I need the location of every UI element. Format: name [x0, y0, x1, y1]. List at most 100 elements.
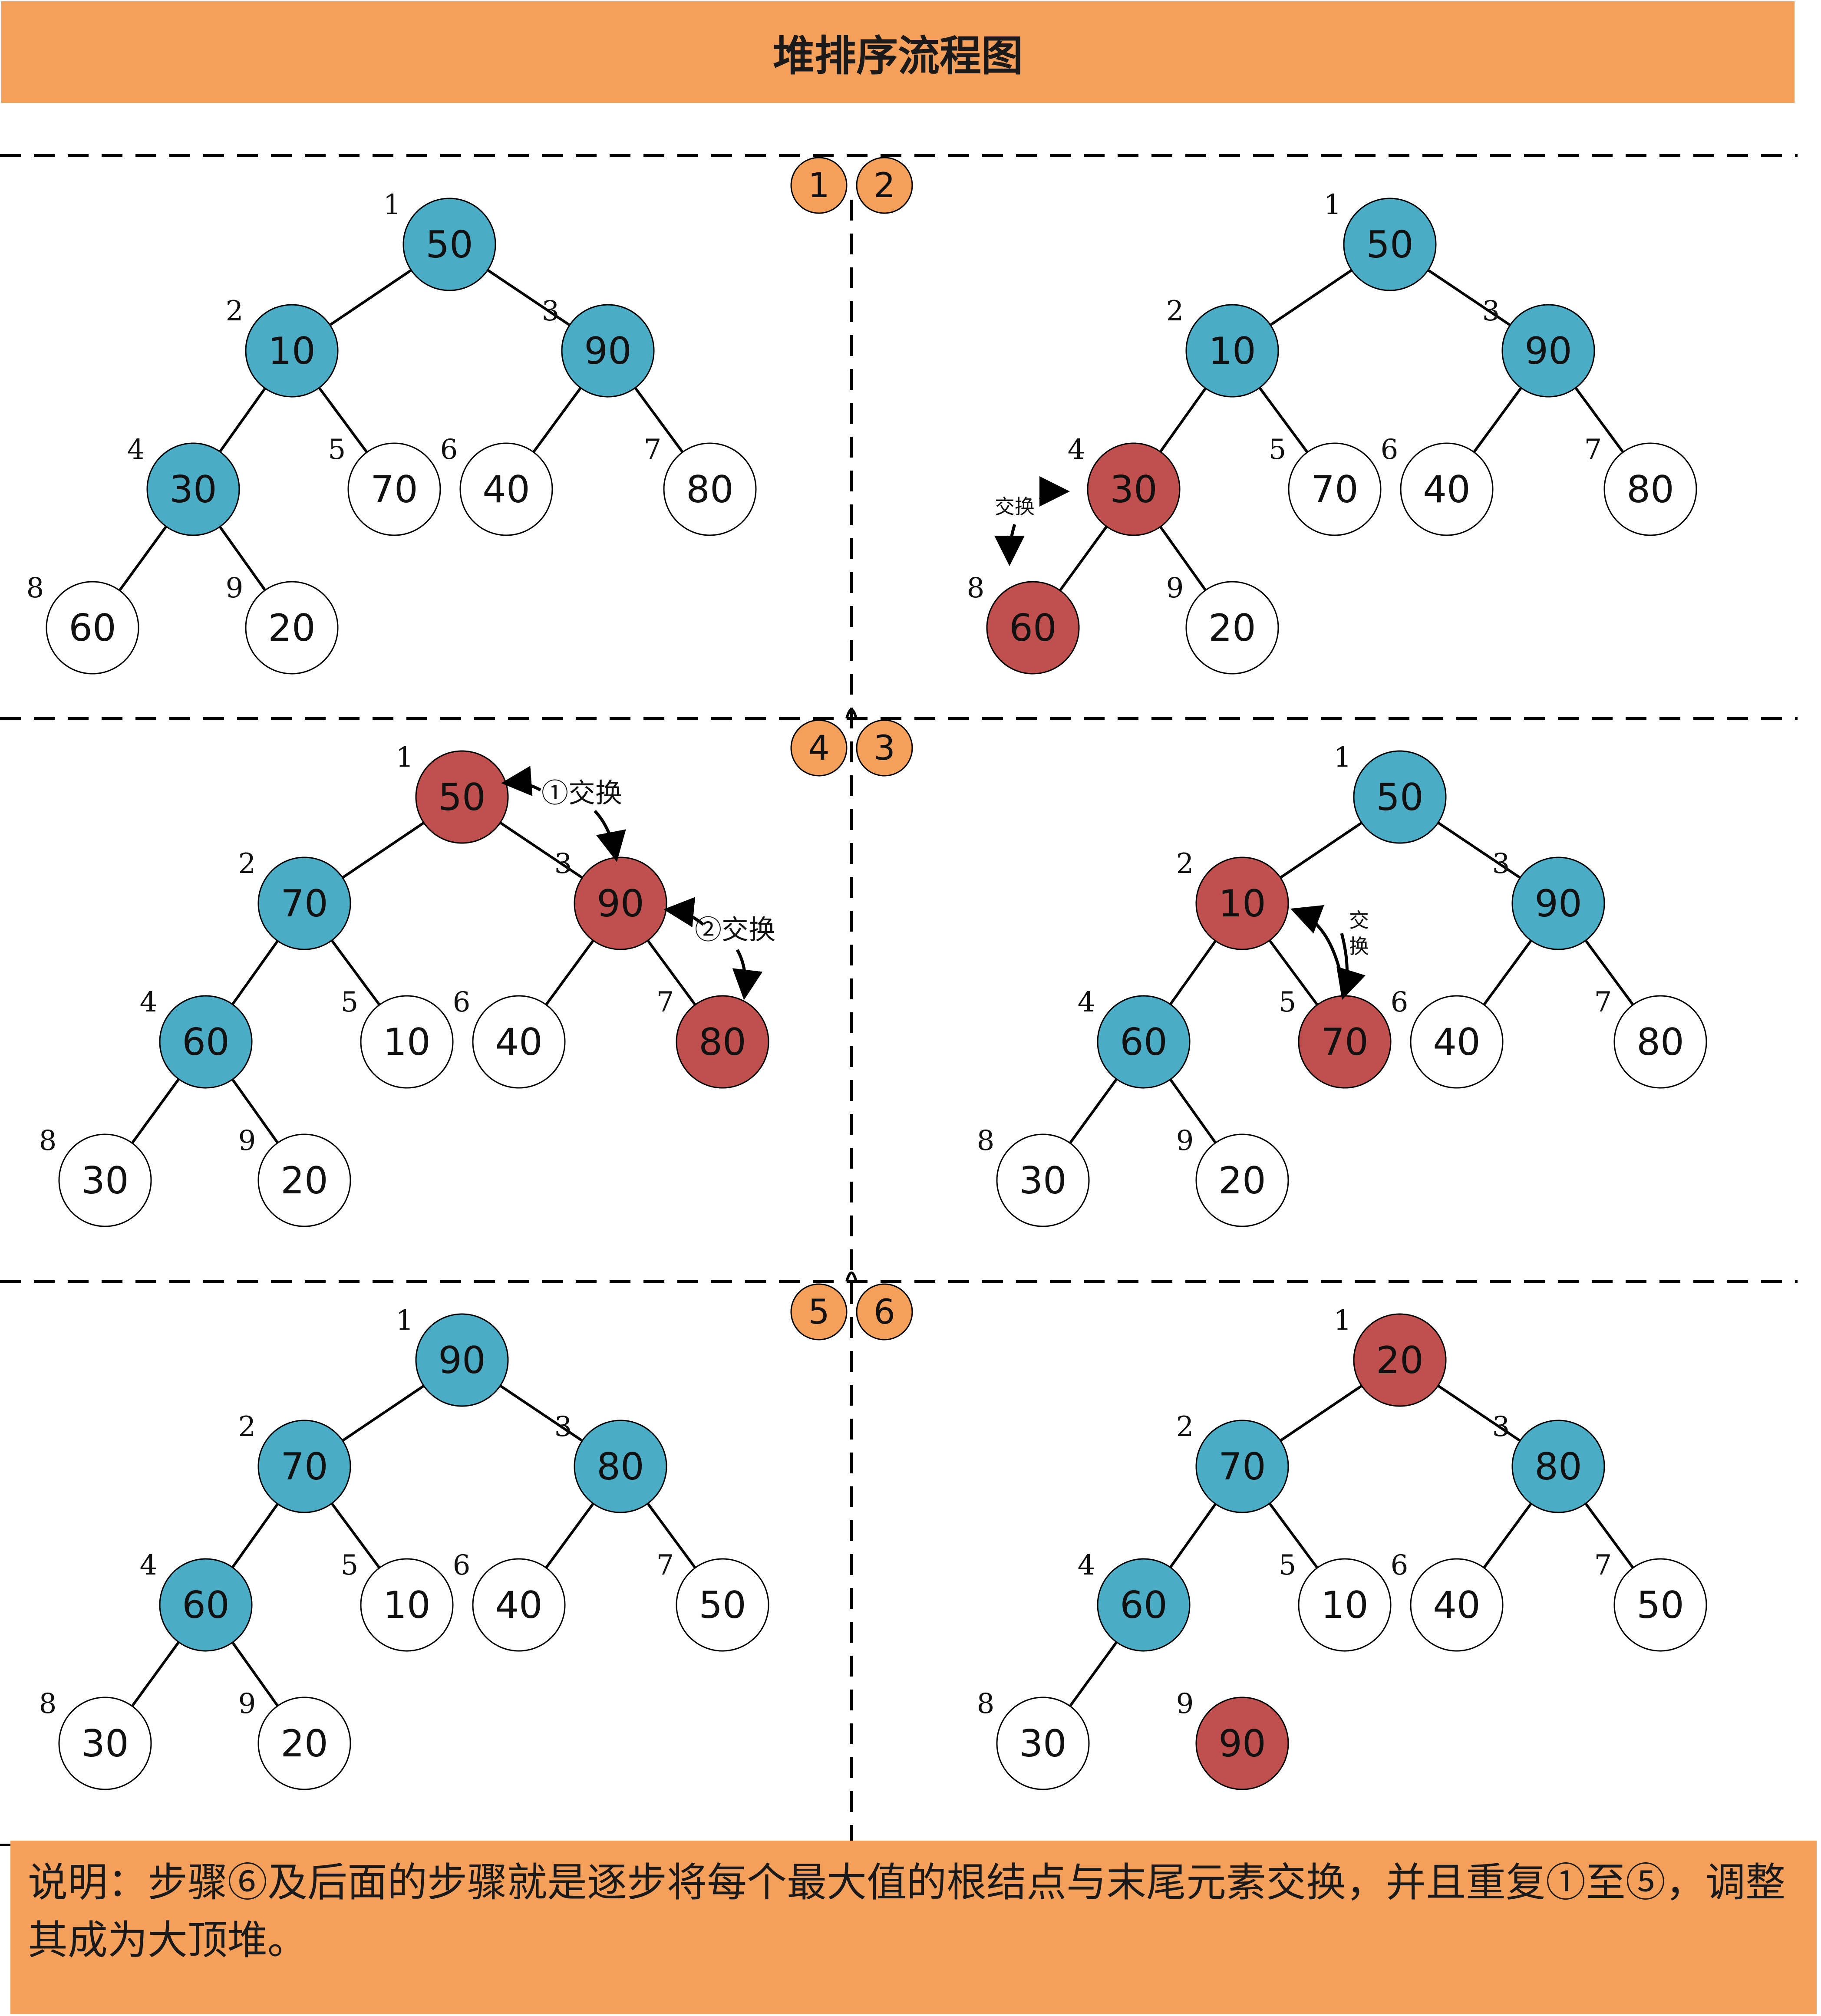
node-value: 70 — [1218, 1445, 1266, 1489]
node-value: 60 — [182, 1021, 229, 1064]
tree-node — [472, 995, 566, 1089]
swap-label: 换 — [1349, 935, 1369, 958]
node-value: 40 — [1433, 1021, 1480, 1064]
tree-node — [1195, 1133, 1289, 1227]
node-index: 7 — [656, 986, 674, 1018]
swap-label: ②交换 — [695, 914, 775, 945]
tree-node — [1185, 581, 1279, 675]
node-value: 80 — [597, 1445, 644, 1489]
step-badge-6: 6 — [856, 1283, 913, 1341]
tree-node — [459, 442, 553, 536]
node-index: 7 — [1584, 434, 1602, 466]
node-index: 6 — [453, 986, 471, 1018]
node-index: 7 — [1594, 1549, 1612, 1581]
tree-node — [996, 1696, 1090, 1790]
node-value: 20 — [268, 606, 315, 650]
tree-node — [415, 750, 509, 844]
node-index: 4 — [127, 434, 145, 466]
node-value: 30 — [169, 468, 217, 511]
node-value: 70 — [280, 882, 328, 926]
tree-node — [402, 198, 496, 291]
tree-node — [159, 1558, 253, 1652]
step-badge-4: 4 — [790, 719, 848, 777]
step-badge-circle — [856, 1283, 913, 1341]
swap-label: 交换 — [995, 495, 1035, 518]
node-value: 20 — [280, 1722, 328, 1766]
node-value: 80 — [699, 1021, 746, 1064]
step-badge-circle — [856, 157, 913, 214]
tree-node — [472, 1558, 566, 1652]
node-index: 7 — [644, 434, 662, 466]
node-index: 1 — [396, 741, 414, 774]
node-value: 80 — [1636, 1021, 1684, 1064]
node-value: 60 — [182, 1584, 229, 1627]
tree-node — [1410, 995, 1504, 1089]
node-value: 40 — [1423, 468, 1470, 511]
swap-arrow — [663, 897, 705, 928]
node-index: 5 — [341, 986, 359, 1018]
node-index: 2 — [238, 848, 256, 880]
step-badge-label: 3 — [874, 729, 895, 768]
node-index: 1 — [383, 189, 401, 221]
node-index: 6 — [1391, 986, 1409, 1018]
separator-lines — [0, 154, 1798, 1846]
separator-junction-1 — [845, 708, 858, 719]
node-value: 70 — [1311, 468, 1358, 511]
node-index: 4 — [140, 1549, 158, 1581]
tree-node — [257, 1696, 351, 1790]
node-index: 2 — [1166, 295, 1184, 327]
node-value: 10 — [1321, 1584, 1368, 1627]
page-title: 堆排序流程图 — [1, 1, 1795, 103]
node-value: 20 — [1376, 1339, 1423, 1382]
tree-node — [245, 581, 339, 675]
node-index: 8 — [39, 1688, 57, 1720]
tree-node — [574, 1420, 667, 1513]
tree-node — [245, 304, 339, 398]
node-index: 5 — [1279, 986, 1296, 1018]
tree-node — [1087, 442, 1181, 536]
node-index: 3 — [542, 295, 560, 327]
tree-node — [1288, 442, 1382, 536]
tree-node — [676, 995, 769, 1089]
tree-node — [360, 995, 454, 1089]
node-value: 70 — [1321, 1021, 1368, 1064]
tree-node — [663, 442, 757, 536]
tree-node — [996, 1133, 1090, 1227]
tree-node — [676, 1558, 769, 1652]
tree-node — [1195, 1696, 1289, 1790]
node-value: 90 — [438, 1339, 485, 1382]
swap-label: 交 — [1349, 909, 1369, 932]
step-badge-label: 2 — [874, 166, 895, 205]
node-value: 30 — [1110, 468, 1157, 511]
node-value: 90 — [584, 329, 631, 373]
step-badge-circle — [856, 719, 913, 777]
step-badge-label: 5 — [808, 1293, 830, 1332]
node-index: 1 — [396, 1304, 414, 1337]
tree-node — [1185, 304, 1279, 398]
node-value: 60 — [1120, 1021, 1167, 1064]
node-index: 2 — [238, 1411, 256, 1443]
tree-node — [46, 581, 139, 675]
swap-arrow — [501, 766, 541, 796]
node-value: 10 — [1208, 329, 1256, 373]
node-index: 8 — [977, 1125, 995, 1157]
tree-node — [1400, 442, 1494, 536]
node-index: 2 — [1176, 848, 1194, 880]
node-value: 30 — [81, 1159, 129, 1202]
tree-node — [159, 995, 253, 1089]
step-badge-label: 6 — [874, 1293, 895, 1332]
swap-arrow — [994, 524, 1025, 566]
node-index: 6 — [1391, 1549, 1409, 1581]
node-index: 2 — [1176, 1411, 1194, 1443]
swap-arrow — [1039, 476, 1070, 507]
tree-node — [58, 1696, 152, 1790]
node-value: 80 — [686, 468, 733, 511]
node-value: 50 — [438, 776, 485, 819]
swap-arrow — [594, 810, 626, 862]
node-value: 80 — [1534, 1445, 1582, 1489]
node-index: 8 — [967, 572, 985, 604]
